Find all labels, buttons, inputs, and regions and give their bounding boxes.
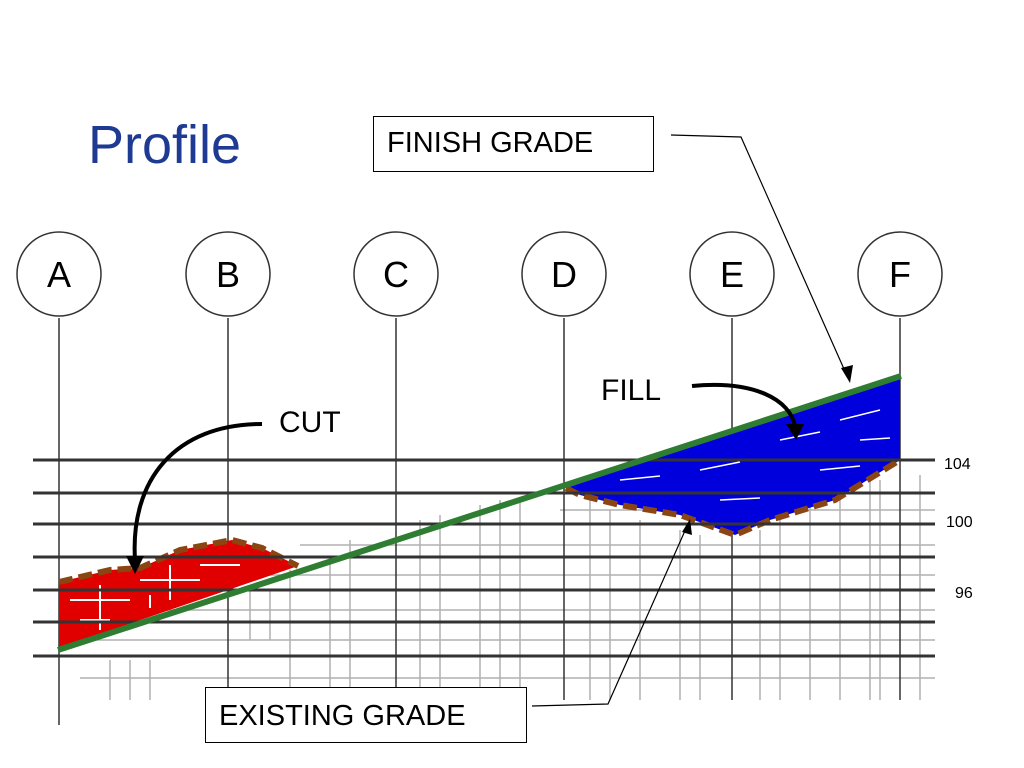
grid-label-a: A: [47, 254, 71, 295]
grid-line-verticals: [58, 318, 901, 725]
finish-grade-label: FINISH GRADE: [387, 127, 594, 159]
existing-grade-label: EXISTING GRADE: [219, 700, 466, 732]
fill-arrowhead: [786, 424, 804, 440]
grid-bubble-b: B: [185, 231, 271, 317]
finish-grade-line: [57, 373, 902, 653]
grid-label-f: F: [889, 254, 911, 295]
grid-bubble-f: F: [857, 231, 943, 317]
fill-region-texture: [619, 409, 891, 501]
cut-label: CUT: [279, 406, 341, 439]
existing-grade-leader: [531, 523, 689, 707]
fill-region: [566, 377, 900, 535]
grid-bubble-d: D: [521, 231, 607, 317]
grid-bubble-c: C: [353, 231, 439, 317]
grid-label-b: B: [216, 254, 240, 295]
elevation-lines: [33, 458, 935, 658]
grid-label-c: C: [383, 254, 409, 295]
grid-bubble-e: E: [689, 231, 775, 317]
fill-arrow: [691, 383, 797, 427]
cut-arrow: [132, 422, 263, 561]
elevation-label-100: 100: [946, 514, 973, 531]
finish-grade-leader: [670, 134, 849, 379]
existing-grade-cut: [58, 536, 300, 585]
cut-arrowhead: [126, 556, 144, 574]
existing-grade-arrowhead: [682, 519, 692, 535]
finish-grade-callout: FINISH GRADE: [373, 116, 654, 172]
slide-title: Profile: [88, 115, 242, 175]
elevation-label-104: 104: [944, 456, 971, 473]
elevation-label-96: 96: [955, 585, 973, 602]
grid-bubble-a: A: [16, 231, 102, 317]
grid-label-d: D: [551, 254, 577, 295]
grid-label-e: E: [720, 254, 744, 295]
finish-grade-arrowhead: [841, 365, 853, 383]
existing-grade-callout: EXISTING GRADE: [205, 687, 527, 743]
soil-hatch: [80, 475, 935, 700]
fill-label: FILL: [601, 374, 662, 407]
